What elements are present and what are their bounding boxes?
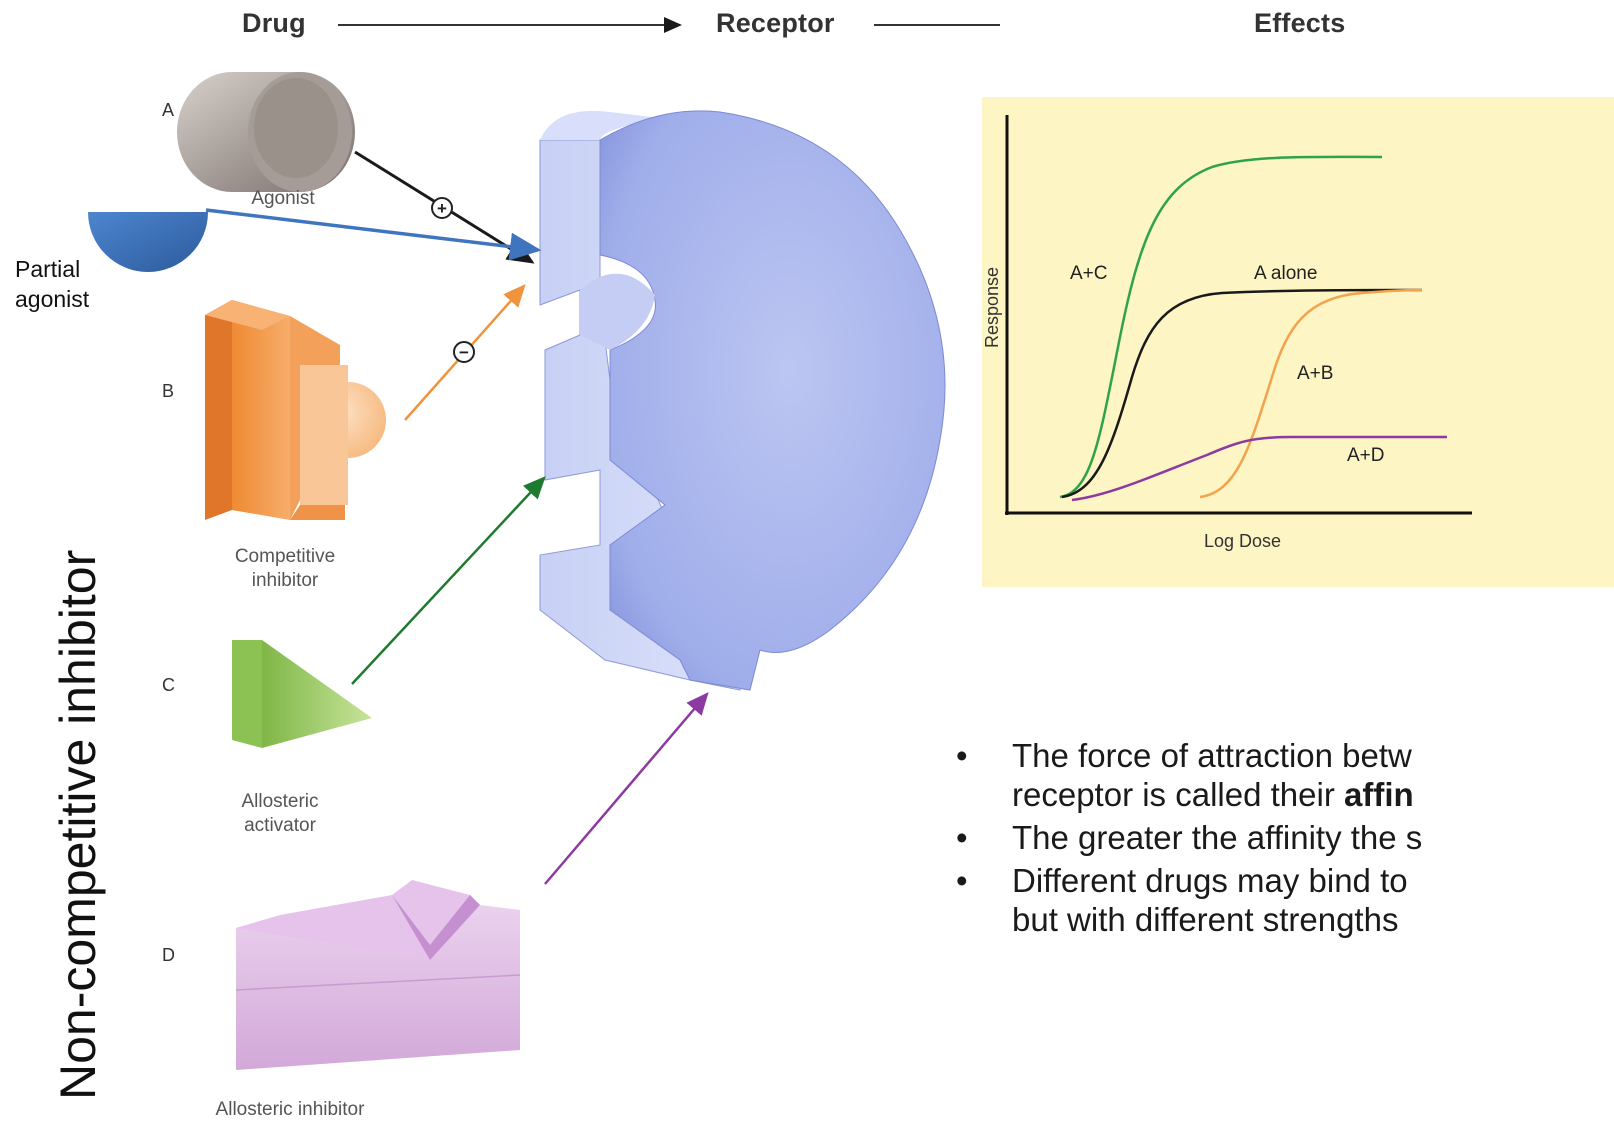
allosteric-activator-label: Allosteric activator [210,790,350,838]
partial-agonist-line1: Partial [15,256,81,282]
bullet-item-continued: but with different strengths [956,900,1614,939]
competitive-line2: inhibitor [251,570,319,591]
plus-sign-circle [431,197,453,219]
receptor-shape [539,110,946,691]
curve-a-plus-b [1199,288,1423,499]
letter-b: B [162,381,175,401]
agonist-label: Agonist [251,188,315,209]
partial-agonist-line2: agonist [15,286,90,312]
curve-label-a-plus-c: A+C [1070,263,1108,284]
curve-a-plus-c [1059,155,1383,499]
activator-arrow [351,476,546,685]
bullet-item: • The force of attraction betw [956,736,1614,775]
letter-a: A [162,100,175,120]
partial-agonist-arrow [205,208,542,261]
bullet-marker: • [956,819,968,856]
letter-d: D [162,945,175,965]
allosteric-inhibitor-shape [235,880,521,1070]
competitive-inhibitor-label: Competitive inhibitor [205,545,365,593]
dose-response-graph [1005,115,1472,515]
bullet-3-line1: Different drugs may bind to [1012,862,1408,899]
curve-label-a-alone: A alone [1254,263,1318,284]
letter-c: C [162,675,175,695]
bullet-2: The greater the affinity the s [1012,819,1423,856]
activator-line1: Allosteric [241,791,319,812]
bullet-1-line2-bold: affin [1343,776,1414,813]
bullet-marker: • [956,862,968,899]
bullet-marker: • [956,737,968,774]
minus-sign: − [459,343,469,362]
graph-y-label: Response [982,266,1003,349]
bullet-list: • The force of attraction betw receptor … [956,736,1614,939]
bullet-item: • Different drugs may bind to [956,861,1614,900]
agonist-shape [177,72,355,192]
competitive-line1: Competitive [234,546,336,567]
activator-line2: activator [244,815,316,836]
dose-response-graph-panel: A+C A alone A+B A+D Log Dose Response [982,97,1614,587]
curve-a-alone [1061,288,1423,499]
competitive-inhibitor-shape [205,300,386,520]
graph-x-label: Log Dose [1204,531,1282,551]
partial-agonist-label: Partial agonist [15,254,89,314]
receptor-diagram: + − [88,17,1000,1070]
header-effects: Effects [1254,8,1346,38]
curve-a-plus-d [1071,435,1447,502]
inhibitor-arrow [544,692,709,885]
bullet-item-continued: receptor is called their affin [956,775,1614,814]
allosteric-inhibitor-label: Allosteric inhibitor [215,1099,365,1120]
bullet-1-line1: The force of attraction betw [1012,737,1412,774]
partial-agonist-shape [88,212,208,272]
bullet-3-line2: but with different strengths [1012,901,1399,938]
allosteric-activator-shape [232,640,372,748]
plus-sign: + [437,199,447,218]
minus-sign-circle [453,341,475,363]
curve-label-a-plus-b: A+B [1297,363,1334,384]
header-drug: Drug [242,8,306,38]
bullet-item: • The greater the affinity the s [956,818,1614,857]
bullet-1-line2-pre: receptor is called their [1012,776,1344,813]
non-competitive-inhibitor-label: Non-competitive inhibitor [50,549,106,1100]
header-receptor: Receptor [716,8,835,38]
curve-label-a-plus-d: A+D [1347,445,1385,466]
